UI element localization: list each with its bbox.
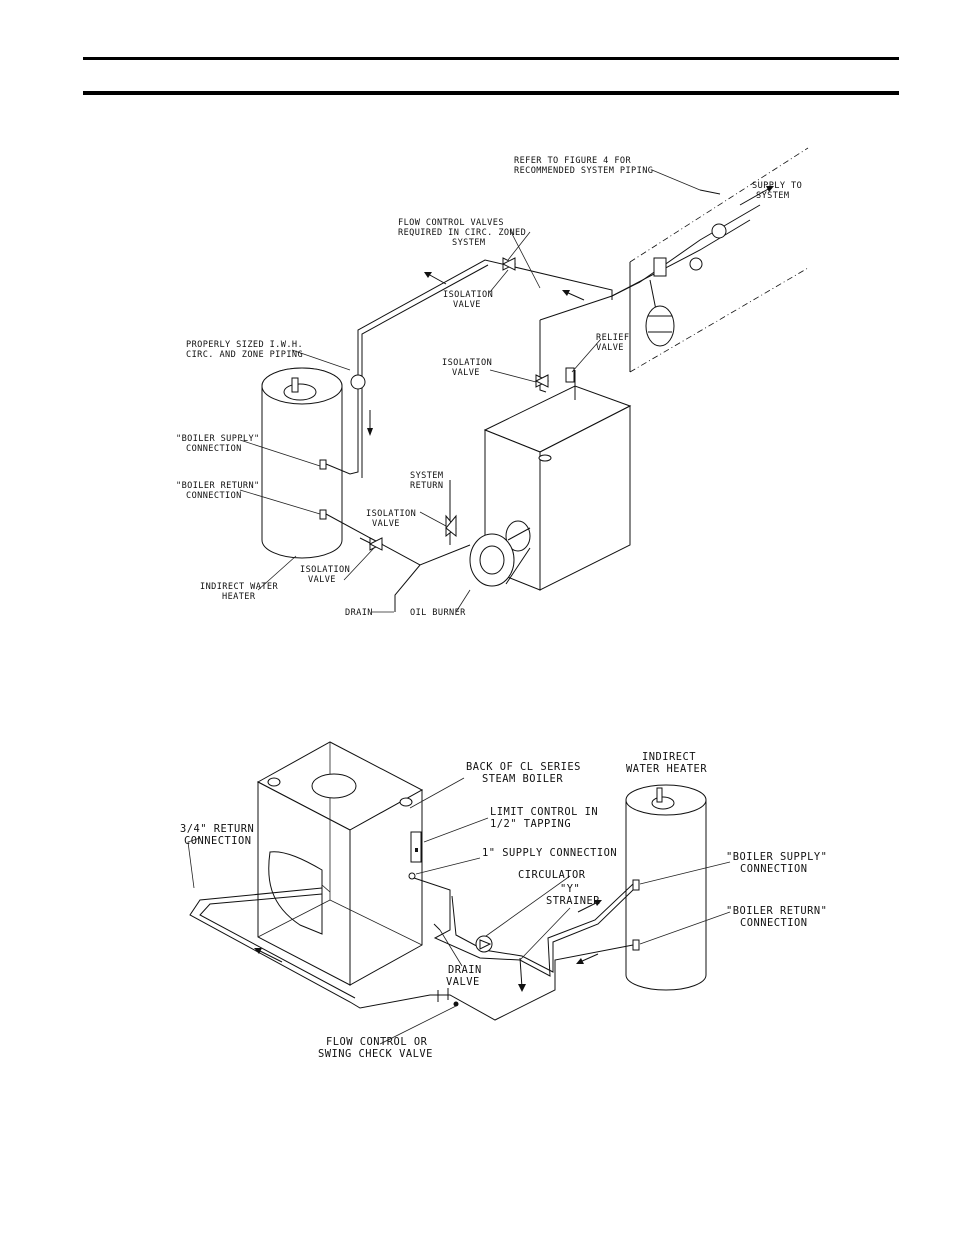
label-drain: DRAIN [345, 608, 373, 618]
oil-boiler [483, 385, 632, 591]
bottom-piping [189, 877, 634, 1021]
label-boiler-supply-bottom: "BOILER SUPPLY"CONNECTION [726, 851, 827, 875]
top-valves [350, 223, 727, 551]
system-piping-panel [629, 147, 809, 373]
label-oil-burner: OIL BURNER [410, 608, 466, 618]
label-supply-connection: 1" SUPPLY CONNECTION [482, 847, 617, 859]
steam-boiler-back [256, 741, 424, 986]
bottom-valves [433, 923, 493, 1007]
oil-burner-unit [469, 520, 531, 587]
header-rule-bottom [83, 91, 899, 95]
label-y-strainer: "Y"STRAINER [546, 883, 600, 907]
label-boiler-return: "BOILER RETURN"CONNECTION [176, 481, 260, 501]
label-boiler-supply: "BOILER SUPPLY"CONNECTION [176, 434, 260, 454]
header-rule-top [83, 57, 899, 60]
bottom-leaders [187, 777, 731, 1045]
label-boiler-return-bottom: "BOILER RETURN"CONNECTION [726, 905, 827, 929]
indirect-water-heater-top [261, 367, 343, 559]
label-circulator: CIRCULATOR [518, 869, 586, 881]
label-properly-sized: PROPERLY SIZED I.W.H.CIRC. AND ZONE PIPI… [186, 340, 303, 360]
indirect-water-heater-bottom [625, 784, 707, 991]
top-leaders [239, 169, 701, 613]
